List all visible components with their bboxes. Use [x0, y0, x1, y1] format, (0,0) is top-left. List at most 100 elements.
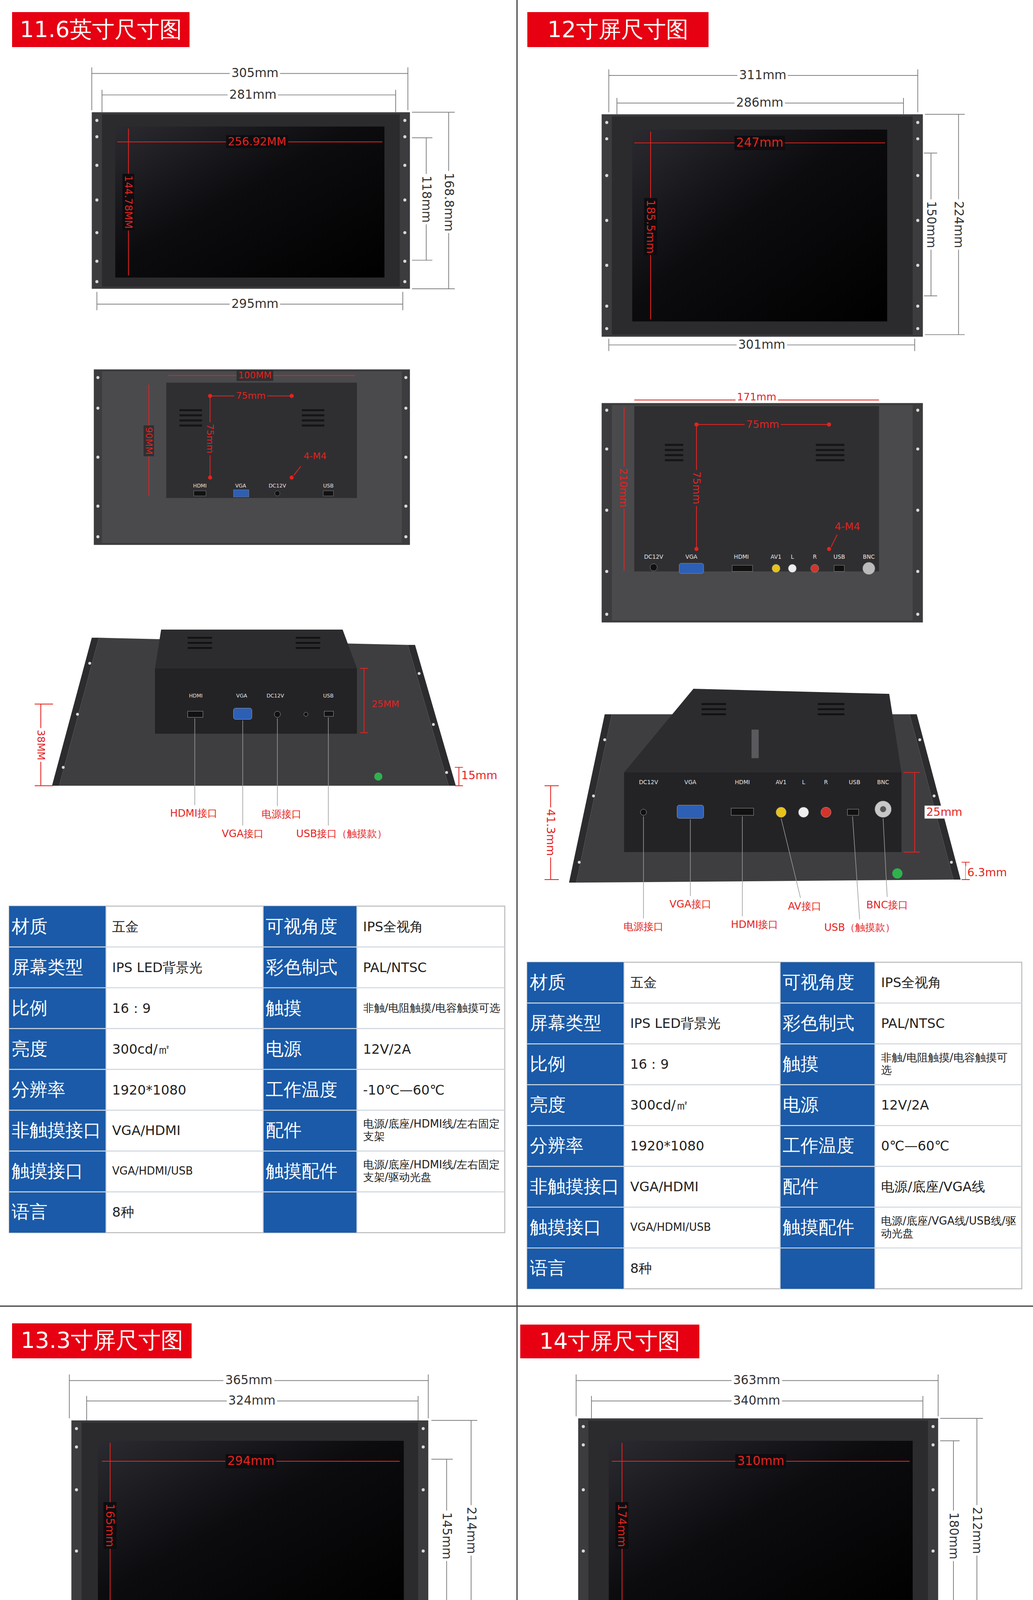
- dimension-label: 286mm: [734, 95, 785, 110]
- illustration-part: [74, 1487, 78, 1491]
- port-label: R: [812, 553, 817, 560]
- callout-label: HDMI接口: [729, 918, 781, 931]
- illustration-part: [775, 806, 786, 817]
- illustration-part: [95, 279, 99, 283]
- port-label: VGA: [685, 553, 698, 560]
- port-label: HDMI: [734, 779, 750, 786]
- table-value-cell: 1920*1080: [630, 1137, 776, 1154]
- illustration-part: [847, 808, 859, 816]
- illustration-part: [74, 1549, 78, 1552]
- dimension-label: 212mm: [969, 1504, 984, 1556]
- illustration-part: [421, 1426, 425, 1430]
- port-label: USB: [323, 692, 334, 699]
- table-header-cell: 彩色制式: [782, 1013, 874, 1034]
- connector-ports: [650, 561, 876, 574]
- table-value-cell: 8种: [630, 1260, 776, 1276]
- monitor-bezel: [81, 1422, 419, 1600]
- table-grid: [9, 905, 505, 1233]
- mounting-holes: [74, 1426, 425, 1552]
- callout-label: HDMI接口: [168, 807, 220, 819]
- illustration-part: [403, 118, 407, 122]
- dimension-line: [634, 131, 886, 320]
- illustration-part: [404, 375, 408, 379]
- dimension-label: 6.3mm: [965, 865, 1009, 879]
- table-value-cell: 12V/2A: [363, 1040, 502, 1057]
- illustration-part: [931, 1424, 935, 1428]
- illustration-part: [207, 475, 213, 480]
- port-label: L: [801, 779, 806, 786]
- illustration-part: [605, 304, 609, 308]
- illustration-part: [95, 231, 99, 235]
- illustration-part: [95, 118, 99, 122]
- dimension-label: 90MM: [143, 425, 155, 457]
- port-label: USB: [323, 482, 334, 489]
- table-header-cell: 触摸接口: [11, 1160, 105, 1182]
- illustration-part: [916, 137, 920, 140]
- dimension-label: 145mm: [439, 1509, 454, 1561]
- screw-marks: [694, 422, 831, 552]
- title-banner: 12寸屏尺寸图: [527, 12, 709, 47]
- title-text: 14寸屏尺寸图: [539, 1325, 681, 1357]
- mount-stub: [751, 729, 759, 759]
- dimension-label: 174mm: [615, 1501, 629, 1549]
- table-value-cell: IPS全视角: [880, 974, 1018, 991]
- illustration-part: [731, 808, 754, 816]
- dimension-label: 295mm: [229, 296, 280, 312]
- illustration-part: [694, 422, 699, 427]
- illustration-part: [403, 259, 407, 263]
- illustration-part: [918, 738, 922, 742]
- illustration-part: [233, 708, 253, 720]
- dimension-label: 75mm: [690, 469, 703, 506]
- illustration-part: [193, 490, 206, 496]
- dimension-label: 100MM: [236, 370, 274, 381]
- table-value-cell: 8种: [112, 1204, 260, 1220]
- illustration-part: [932, 794, 936, 798]
- illustration-part: [916, 447, 920, 451]
- monitor-frame: [93, 369, 410, 545]
- illustration-part: [916, 263, 920, 267]
- table-header-cell: 比例: [11, 997, 105, 1019]
- callout-label: BNC接口: [864, 898, 910, 911]
- spec-table: [9, 905, 505, 1233]
- mounting-holes: [581, 1424, 935, 1552]
- illustration-part: [289, 475, 294, 480]
- monitor-screen: [632, 129, 888, 322]
- table-header-cell: 可视角度: [782, 972, 874, 993]
- table-value-cell: VGA/HDMI/USB: [112, 1165, 260, 1178]
- illustration-part: [403, 163, 407, 167]
- table-value-cell: PAL/NTSC: [363, 959, 502, 975]
- callout-label: 电源接口: [621, 920, 666, 933]
- dimension-label: 281mm: [227, 87, 279, 103]
- dimension-line: [69, 1374, 477, 1600]
- callout-label: 电源接口: [259, 808, 304, 820]
- illustration-part: [403, 231, 407, 235]
- dimension-label: 15mm: [459, 768, 500, 782]
- illustration-part: [820, 806, 831, 817]
- table-header-cell: 分辨率: [529, 1135, 623, 1156]
- illustration-part: [605, 569, 609, 573]
- table-header-cell: 非触摸接口: [529, 1176, 623, 1197]
- vent-slots: [664, 444, 845, 461]
- callout-label: USB（触摸款）: [822, 921, 897, 934]
- table-value-cell: -10℃—60℃: [363, 1081, 502, 1098]
- title-text: 13.3寸屏尺寸图: [20, 1324, 184, 1356]
- illustration-part: [323, 490, 334, 496]
- mounting-holes: [605, 120, 920, 330]
- table-header-cell: 材质: [11, 915, 105, 937]
- monitor-screen: [608, 1440, 914, 1600]
- dimension-label: 310mm: [735, 1453, 786, 1468]
- illustration-part: [605, 408, 609, 412]
- connector-ports: [193, 489, 334, 497]
- table-value-cell: 电源/底座/HDMI线/左右固定支架: [363, 1117, 502, 1143]
- title-text: 11.6英寸尺寸图: [19, 14, 183, 45]
- title-banner: 14寸屏尺寸图: [520, 1324, 700, 1358]
- illustration-part: [274, 490, 280, 496]
- table-header-cell: 彩色制式: [265, 956, 356, 978]
- illustration-part: [233, 489, 250, 497]
- table-value-cell: 五金: [630, 974, 776, 991]
- illustration-part: [95, 134, 99, 138]
- dimension-label: 171mm: [735, 391, 778, 403]
- table-header-cell: 工作温度: [265, 1079, 356, 1100]
- table-header-cell: 配件: [782, 1176, 874, 1197]
